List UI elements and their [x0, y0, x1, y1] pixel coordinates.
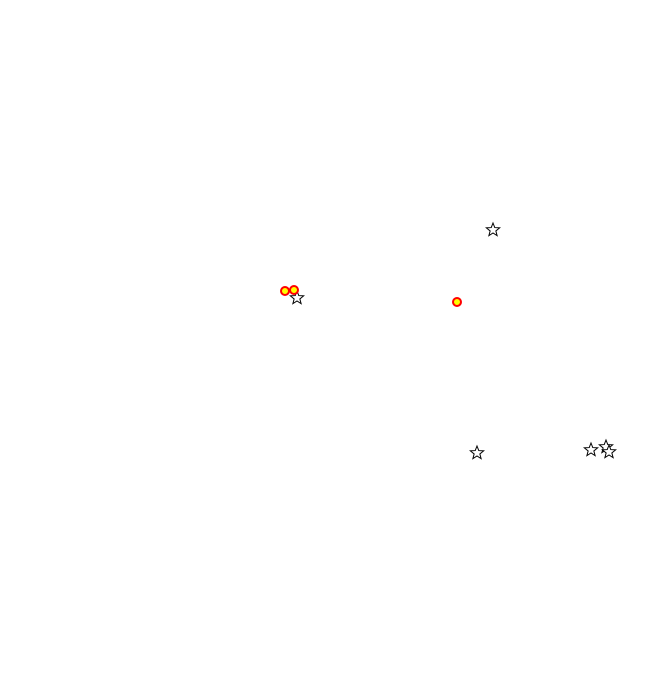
- circle-marker-icon: [289, 285, 299, 295]
- star-icon: [469, 444, 485, 460]
- circle-marker-icon: [280, 286, 290, 296]
- star-icon: [601, 443, 617, 459]
- circle-marker-icon: [452, 297, 462, 307]
- circle-markers: [280, 285, 462, 307]
- star-icon: [583, 441, 599, 457]
- star-icon: [485, 221, 501, 237]
- star-icon: [289, 289, 305, 305]
- star-markers: [289, 221, 617, 460]
